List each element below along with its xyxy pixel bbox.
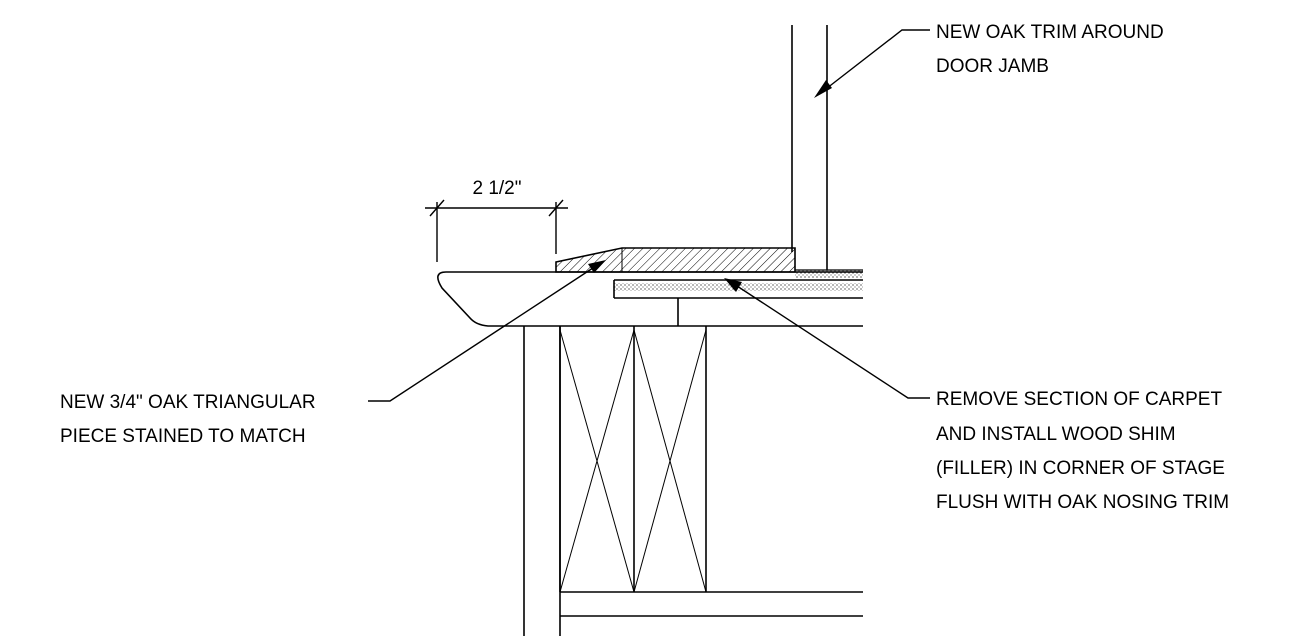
leader-carpet-shim: [733, 283, 930, 399]
oak-triangular-piece: [555, 247, 796, 273]
callout-carpet-line-4: FLUSH WITH OAK NOSING TRIM: [936, 492, 1229, 513]
dimension-label: 2 1/2": [472, 178, 521, 199]
callout-oak-piece-line-2: PIECE STAINED TO MATCH: [60, 426, 306, 447]
arrowhead: [588, 260, 606, 273]
door-jamb-trim: [791, 25, 828, 270]
framing-joists: [523, 326, 863, 636]
callout-carpet-line-1: REMOVE SECTION OF CARPET: [936, 389, 1222, 410]
callout-oak-piece-line-1: NEW 3/4" OAK TRIANGULAR: [60, 392, 316, 413]
arrowhead: [724, 278, 742, 292]
callout-door-trim-line-1: NEW OAK TRIM AROUND: [936, 22, 1164, 43]
leader-oak-piece: [368, 265, 597, 402]
callout-door-trim-line-2: DOOR JAMB: [936, 56, 1049, 77]
leader-door-trim: [821, 29, 930, 93]
arrowhead: [814, 80, 832, 98]
callout-carpet-line-3: (FILLER) IN CORNER OF STAGE: [936, 458, 1225, 479]
callout-carpet-line-2: AND INSTALL WOOD SHIM: [936, 424, 1176, 445]
dimension-2-1-2: [425, 199, 568, 262]
stage-nosing: [437, 271, 863, 327]
